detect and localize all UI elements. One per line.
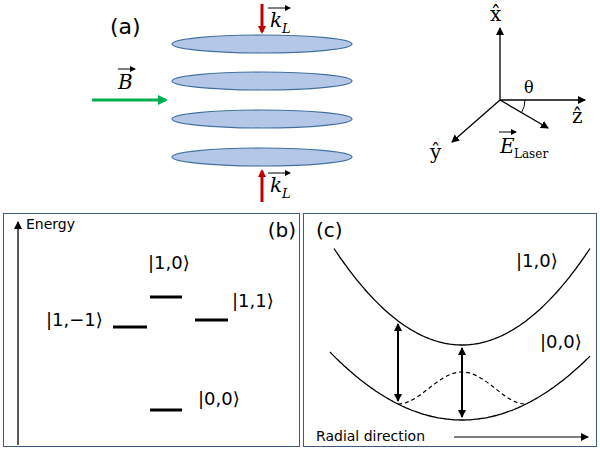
axis-label: Energy: [26, 217, 75, 231]
state-label: |1,0⟩: [148, 254, 190, 272]
energy-level: [150, 409, 182, 412]
panel-box: (b) Energy |1,0⟩ |1,−1⟩ |1,1⟩ |0,0⟩: [3, 213, 300, 447]
state-label: |1,0⟩: [516, 252, 558, 270]
wavevector-symbol: k: [270, 10, 282, 30]
angle-arc: [522, 100, 525, 113]
laser-arrow: [261, 4, 264, 32]
energy-level: [150, 296, 182, 299]
vector-arrow: [499, 132, 516, 133]
subscript: L: [282, 187, 291, 200]
lattice-disc: [172, 35, 352, 166]
field-symbol: E: [500, 136, 515, 156]
panel-letter: (a): [110, 16, 141, 38]
state-label: |1,−1⟩: [46, 311, 103, 329]
polarization-arrow: [500, 100, 548, 128]
axis-label: Radial direction: [316, 429, 425, 443]
axis-arrow: [452, 100, 500, 142]
transition-arrow: [461, 348, 463, 417]
wavevector-symbol: k: [270, 175, 282, 195]
radial-axis: [454, 436, 588, 437]
lattice-disc: [172, 72, 352, 90]
lattice-disc: [172, 148, 352, 166]
state-label: |0,0⟩: [540, 333, 582, 351]
state-label: |0,0⟩: [198, 390, 240, 408]
vector-arrow: [268, 173, 290, 174]
transition-arrow: [397, 324, 399, 401]
field-arrow: [92, 99, 166, 102]
subscript: L: [282, 22, 291, 35]
axis-label: x̂: [490, 4, 501, 24]
panel-box: (c) |1,0⟩ |0,0⟩ Radial direction: [303, 213, 597, 447]
energy-level: [195, 319, 228, 322]
laser-arrow: [261, 171, 264, 202]
field-symbol: B: [118, 72, 133, 92]
axis-arrow: [499, 28, 500, 100]
subscript: Laser: [514, 148, 548, 160]
vector-arrow: [268, 8, 290, 9]
state-label: |1,1⟩: [232, 292, 274, 310]
axis-label: ŷ: [430, 142, 441, 162]
potential-curve: [334, 249, 590, 346]
angle-symbol: θ: [524, 80, 534, 96]
panel-letter: (b): [268, 220, 296, 240]
vector-arrow: [118, 69, 135, 70]
energy-axis: [17, 222, 18, 445]
lattice-disc: [172, 110, 352, 128]
axis-arrow: [500, 99, 585, 100]
lattice-disc: [172, 35, 352, 53]
axis-label: ẑ: [572, 106, 583, 126]
energy-level: [113, 326, 147, 329]
panel-letter: (c): [316, 220, 343, 240]
potential-curve: [330, 352, 590, 420]
